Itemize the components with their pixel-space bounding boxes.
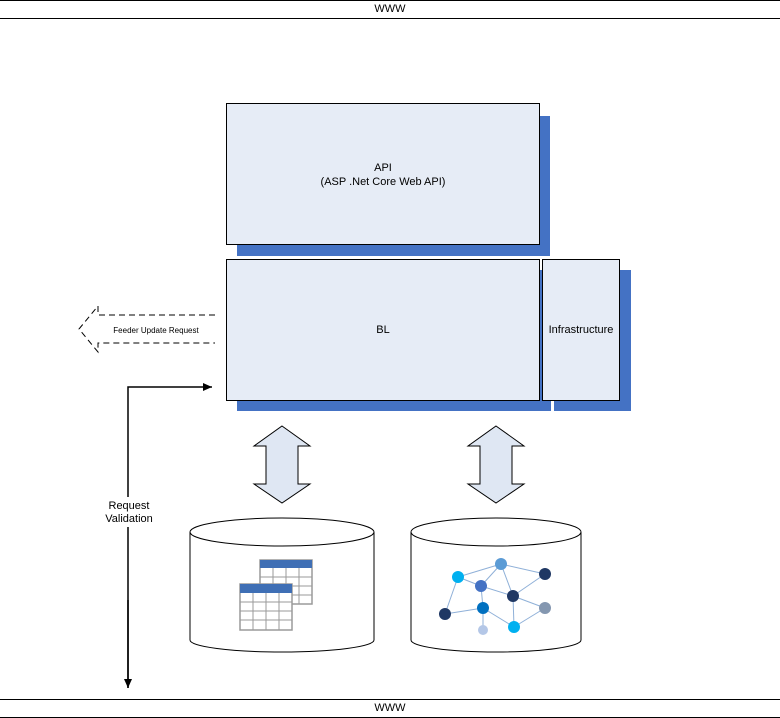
table-stack-icon: [239, 559, 313, 631]
validation-label-line2: Validation: [105, 513, 153, 525]
graph-db-top: [410, 517, 582, 547]
relational-db-top: [189, 517, 375, 547]
top-www-label: WWW: [374, 3, 406, 15]
validation-line-to-bl: [127, 383, 212, 688]
validation-label-line1: Request: [109, 500, 150, 512]
validation-label-bg: [102, 497, 158, 527]
graph-database: [410, 517, 582, 653]
graph-node: [477, 602, 489, 614]
api-subtitle: (ASP .Net Core Web API): [321, 176, 446, 188]
graph-node: [475, 580, 487, 592]
infrastructure-box: [542, 259, 620, 401]
feeder-arrow-outline: [78, 304, 215, 354]
graph-node: [478, 625, 488, 635]
graph-node: [452, 571, 464, 583]
bl-label: BL: [376, 324, 389, 336]
bl-layer: BL: [226, 259, 551, 411]
bottom-www-label: WWW: [374, 702, 406, 714]
request-validation-connector: Request Validation: [102, 383, 212, 688]
graph-node: [539, 602, 551, 614]
graph-node: [539, 568, 551, 580]
graph-node: [507, 590, 519, 602]
api-layer: API (ASP .Net Core Web API): [226, 103, 550, 256]
table-front-icon: [239, 583, 293, 631]
api-title: API: [374, 162, 392, 174]
graph-node: [508, 621, 520, 633]
network-graph-icon: [439, 558, 551, 635]
bl-to-sql-double-arrow: [252, 425, 312, 504]
graph-node: [439, 608, 451, 620]
api-box: [226, 103, 540, 245]
top-www-band: WWW: [0, 0, 780, 19]
infrastructure-label: Infrastructure: [549, 324, 614, 336]
infrastructure-layer: Infrastructure: [542, 259, 631, 411]
graph-db-body: [410, 532, 582, 653]
relational-database: [189, 517, 375, 653]
feeder-update-arrow: Feeder Update Request: [78, 304, 215, 354]
bl-to-graph-double-arrow: [466, 425, 526, 504]
feeder-arrow-label: Feeder Update Request: [113, 326, 199, 335]
bl-box: [226, 259, 540, 401]
graph-node: [495, 558, 507, 570]
